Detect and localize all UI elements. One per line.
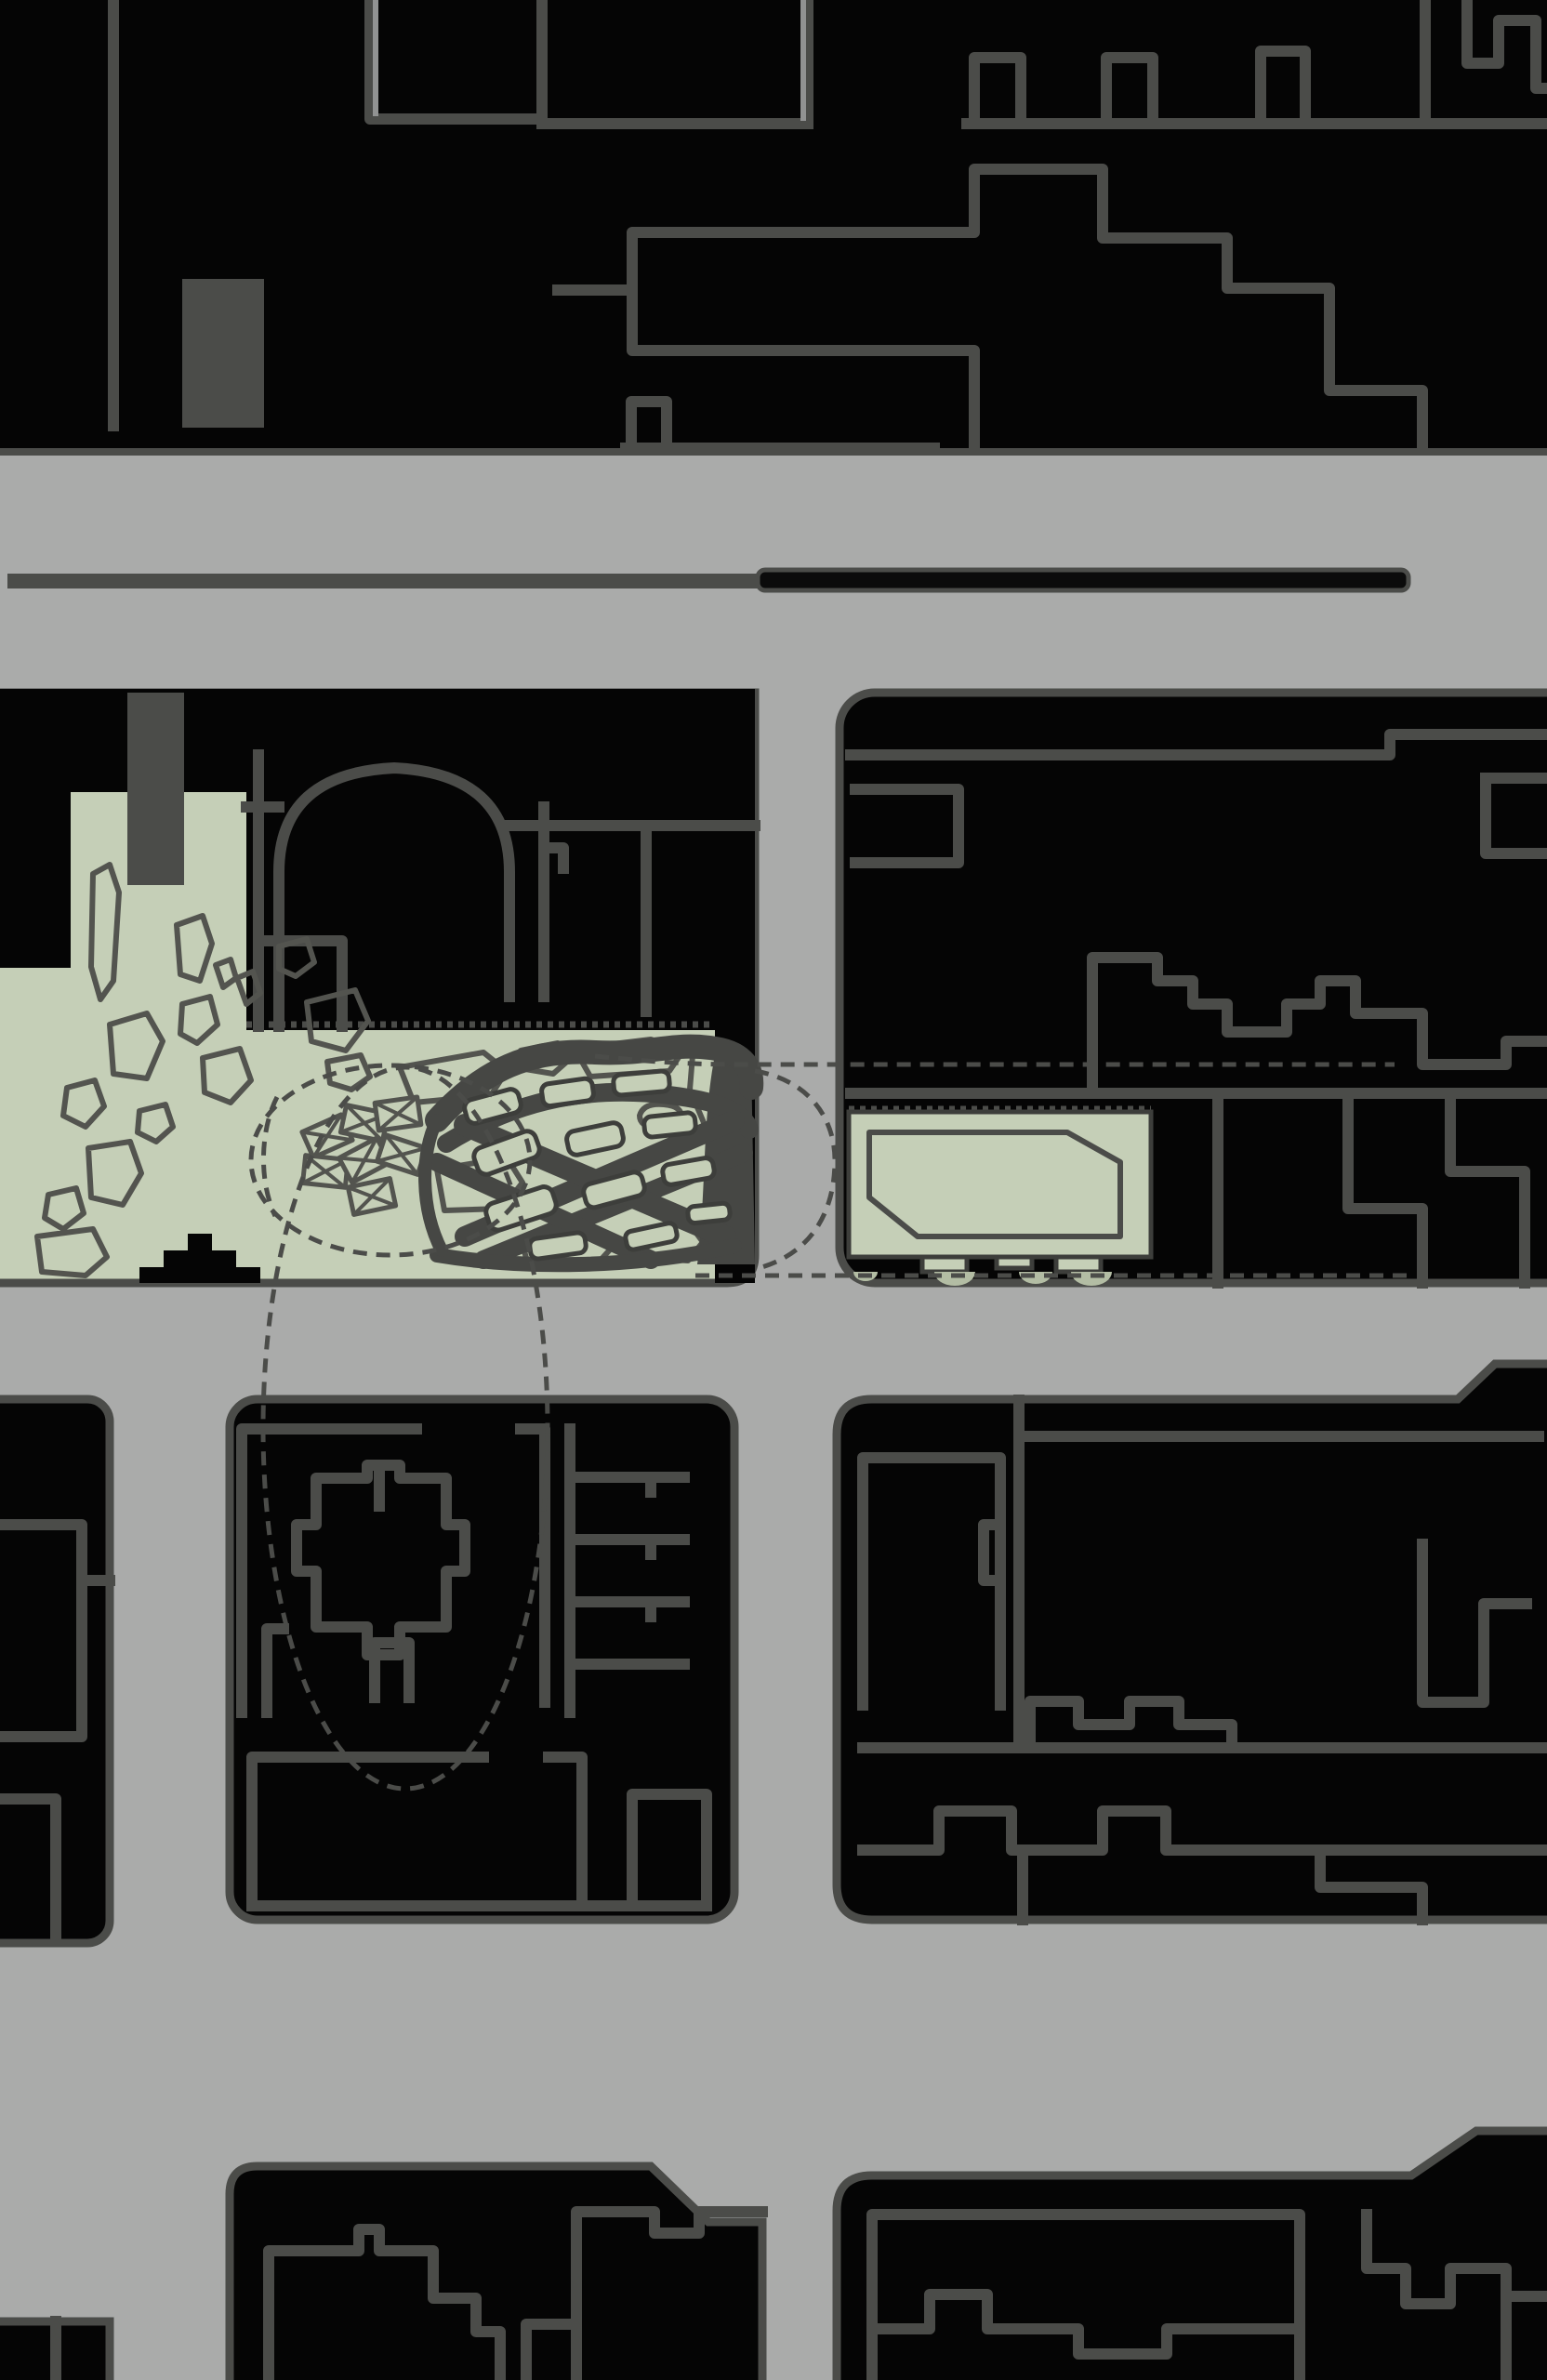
north-building-outlines [108,0,1547,454]
boulevard-median [7,567,1411,593]
south-east-building-outlines [866,2209,1547,2380]
dashed-ellipse-park [248,1063,533,1258]
block-east [835,688,1547,1289]
dashed-link-north [594,1053,1395,1067]
roof-cell-facet [623,1221,680,1252]
roof-cell [685,1200,733,1226]
site-building-west [0,689,71,968]
north-filled-annex [182,279,264,428]
canopy-brace [377,1095,419,1132]
pavilion-roof-cells [462,1068,733,1262]
south-center-building-outlines [263,2206,768,2380]
middle-east-building-outlines [857,1395,1547,1925]
roof-cell-facet [483,1184,559,1233]
tree-canopy [372,1094,424,1133]
tree-canopy [374,1132,430,1177]
site-stepped-stand [139,1234,260,1283]
roof-cell [527,1230,588,1262]
roof-cell [539,1076,596,1109]
south-east-block-mass [832,2126,1547,2380]
roof-cell-facet [611,1068,672,1098]
green-roof-tab [919,1254,970,1275]
city-row-middle [0,1359,1547,1948]
roof-cell [564,1120,626,1157]
roof-cell-facet [581,1170,647,1210]
roof-cell [623,1221,680,1252]
pavilion-rib [430,1238,742,1273]
roof-cell [611,1068,672,1098]
site-building-north [246,689,755,1030]
city-row-south [0,2126,1547,2380]
landscape-site [0,688,764,1288]
site-gray-notch [127,693,184,885]
green-roof-building [846,1105,1154,1286]
roof-cell-facet [685,1200,733,1226]
faceted-pavilion-structure [418,1034,764,1273]
canopy-brace [352,1177,391,1216]
canopy-brace [376,1145,428,1164]
green-roof-tab [994,1254,1035,1271]
roof-cell-facet [471,1129,542,1177]
roof-cell [660,1156,717,1187]
middle-center-building-outlines [236,1423,712,1911]
dashed-ellipse-park-inner-arc [261,1095,280,1218]
roof-cell [483,1184,559,1233]
middle-center-block [225,1395,739,1924]
green-roof-inner-outline [866,1130,1123,1239]
tree-canopy [300,1153,350,1190]
roof-cell-facet [564,1120,626,1157]
pavilion-rib [418,1114,448,1257]
roof-cell-facet [539,1076,596,1109]
north-building-light-edge [373,0,806,121]
tree-canopy [345,1176,399,1217]
dashed-ellipse-large [260,1064,550,1792]
site-north-building-outlines [241,749,760,1032]
south-center-block-mass [225,2162,767,2380]
median-reflecting-strip [755,567,1411,593]
east-building-outlines [845,729,1547,1289]
canopy-brace [350,1136,379,1184]
roof-cell [581,1170,647,1210]
green-roof-tab [1053,1254,1104,1275]
canopy-brace [311,1113,343,1159]
middle-west-strip-outlines [0,1519,115,1944]
tree-cluster [299,1094,430,1217]
city-row-north [0,0,1547,454]
roof-cell-facet [527,1230,588,1262]
pavilion-rib [425,1034,764,1132]
roof-cell-facet [660,1156,717,1187]
dashed-connections [248,1053,1413,1792]
roof-cell [471,1129,542,1177]
roof-cell [641,1110,698,1140]
median-strip [7,574,758,588]
roof-cell-facet [641,1110,698,1140]
